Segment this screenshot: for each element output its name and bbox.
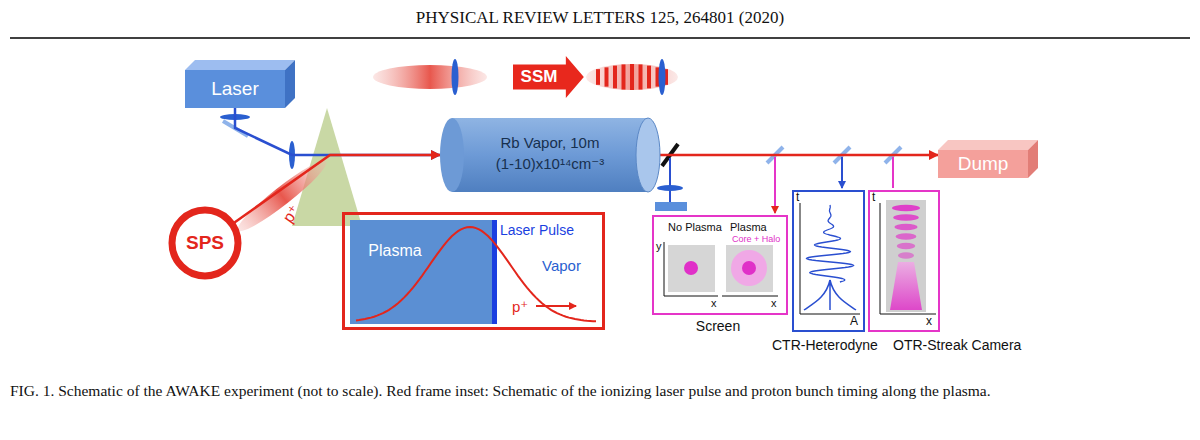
direction-arrow xyxy=(536,305,576,307)
ring xyxy=(172,210,238,276)
header-rule xyxy=(10,37,1190,39)
node-text: Laser Pulse xyxy=(500,222,574,238)
node-text: x xyxy=(771,297,777,310)
microbunch-trace xyxy=(898,252,914,258)
node-text: Laser xyxy=(211,78,259,100)
axis xyxy=(722,296,778,297)
node-text: CTR-Heterodyne xyxy=(772,337,878,353)
node-text: Rb Vapor, 10m xyxy=(501,134,600,151)
figure-caption: FIG. 1. Schematic of the AWAKE experimen… xyxy=(10,381,1190,402)
microbunch xyxy=(639,64,643,89)
node-text: x xyxy=(711,297,717,310)
box-front xyxy=(938,150,1028,178)
bunch-profile xyxy=(356,227,596,321)
envelope xyxy=(804,280,856,310)
box-top xyxy=(938,140,1038,150)
streak-image xyxy=(886,200,926,312)
plasma-band: Plasma xyxy=(350,220,492,324)
node-text: t xyxy=(796,191,799,205)
plasma-region xyxy=(350,220,492,324)
laser-pulse xyxy=(492,220,497,324)
accelerator-ring: SPS xyxy=(168,206,242,280)
node-text: SSM xyxy=(521,67,558,87)
node-text: No Plasma xyxy=(668,221,722,234)
streak-microbunches xyxy=(892,205,920,259)
core xyxy=(742,261,756,275)
frame-border xyxy=(653,216,787,314)
axes xyxy=(800,203,860,314)
cylinder-body xyxy=(452,118,648,192)
node-text: x xyxy=(926,315,932,329)
cylinder-cap xyxy=(636,118,660,192)
laser-beam xyxy=(669,158,671,202)
node-text: Vapor xyxy=(542,257,581,274)
node-shape xyxy=(792,190,865,332)
running-head: PHYSICAL REVIEW LETTERS 125, 264801 (202… xyxy=(416,8,784,28)
screen-panel: No PlasmaPlasmaCore + HaloyxxScreen xyxy=(652,215,788,315)
microbunch xyxy=(596,69,600,85)
node-text: p⁺ xyxy=(512,298,528,315)
beam-spot xyxy=(684,261,698,275)
light-path xyxy=(841,157,843,188)
lens xyxy=(452,59,459,95)
prism xyxy=(292,108,362,226)
ctr-panel: tACTR-Heterodyne xyxy=(792,190,865,332)
box-front xyxy=(185,70,285,108)
axes xyxy=(664,242,718,296)
box-side xyxy=(1028,140,1038,178)
beam-line xyxy=(235,108,440,155)
box-top xyxy=(185,60,295,70)
frame-border xyxy=(344,214,604,329)
halo xyxy=(731,250,767,286)
node-shape xyxy=(868,190,940,332)
streak-bunch xyxy=(890,262,922,310)
laser-dump xyxy=(655,202,687,211)
microbunch-trace xyxy=(896,233,917,239)
node-text: Plasma xyxy=(730,221,767,234)
node-shape xyxy=(350,220,492,324)
node-text: SPS xyxy=(186,232,224,254)
microbunch xyxy=(622,64,626,89)
screen-image xyxy=(726,245,773,292)
laser-box: Laser xyxy=(185,60,295,108)
microbunch-trace xyxy=(894,224,917,230)
light-path xyxy=(892,157,894,188)
node-text: Dump xyxy=(958,153,1009,175)
proton-bunch xyxy=(373,65,487,89)
frame-border xyxy=(793,191,864,331)
node-text: A xyxy=(850,315,858,329)
microbunch-trace xyxy=(892,205,920,211)
light-path xyxy=(774,157,776,213)
node-text: Core + Halo xyxy=(732,234,780,244)
lens xyxy=(659,59,666,95)
node-text: Plasma xyxy=(368,242,421,260)
inset-frame: Laser PulseVapor p⁺ Plasma xyxy=(342,212,605,330)
microbunch xyxy=(605,67,609,86)
microbunch xyxy=(630,64,634,90)
vapor-cell: Rb Vapor, 10m (1-10)x10¹⁴cm⁻³ xyxy=(440,118,660,192)
ssm-arrow: SSM xyxy=(513,56,584,98)
screen-image xyxy=(668,245,715,292)
node-text: (1-10)x10¹⁴cm⁻³ xyxy=(496,155,605,172)
beam-line xyxy=(660,154,938,157)
node-text: OTR-Streak Camera xyxy=(893,337,1021,353)
proton-bunch xyxy=(232,154,331,237)
otr-panel: txOTR-Streak Camera xyxy=(868,190,940,332)
node-text: t xyxy=(872,191,875,205)
node-text: y xyxy=(656,240,662,253)
microbunch xyxy=(647,66,651,89)
microbunch-trace xyxy=(897,243,915,249)
node-text: Screen xyxy=(696,318,740,334)
lens xyxy=(657,185,683,191)
microbunch xyxy=(613,66,617,89)
box-side xyxy=(285,60,295,108)
frame-border xyxy=(869,191,939,331)
cylinder-end xyxy=(440,118,464,192)
waveform xyxy=(807,205,854,282)
microbunches xyxy=(596,64,668,90)
beam-dump: Dump xyxy=(938,140,1038,178)
arrow-shape xyxy=(513,56,584,98)
microbunch-trace xyxy=(893,214,919,220)
